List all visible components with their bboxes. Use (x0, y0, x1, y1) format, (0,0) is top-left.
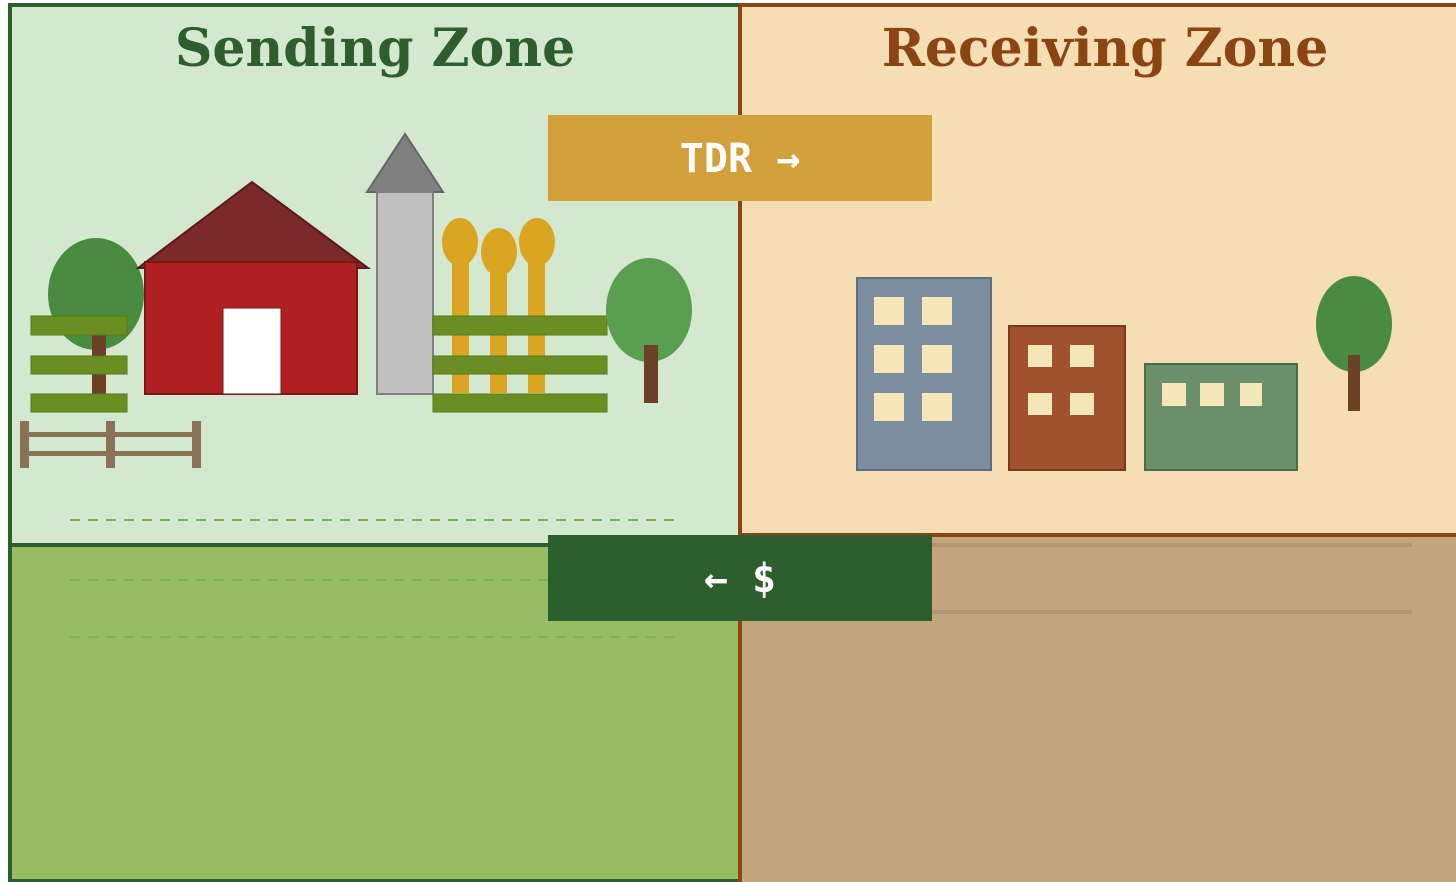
fence-post (192, 421, 201, 468)
fence (20, 421, 201, 468)
building-medium (1008, 325, 1126, 471)
crop-row (30, 393, 128, 413)
fence-rail (20, 451, 201, 456)
fence-post (20, 421, 29, 468)
building-low (1144, 363, 1298, 471)
crop-rows-left (30, 315, 128, 413)
building-window (1070, 345, 1094, 367)
crop-row (30, 355, 128, 375)
sending-zone-title: Sending Zone (175, 18, 575, 79)
money-banner-label: ← $ (704, 556, 776, 602)
tree-canopy (1316, 276, 1392, 372)
crop-row (432, 315, 608, 336)
crop-rows-right (432, 315, 608, 413)
building-window (1162, 383, 1186, 406)
wheat-head (519, 218, 555, 266)
silo-body (376, 191, 434, 395)
tree-city (1316, 276, 1392, 411)
building-window (1200, 383, 1224, 406)
building-window (922, 297, 952, 325)
building-window (874, 393, 904, 421)
building-tall (856, 277, 992, 471)
building-window (1028, 345, 1052, 367)
tree-right (606, 258, 692, 403)
building-window (1028, 393, 1052, 415)
money-transfer-banner: ← $ (548, 535, 932, 621)
wheat-head (481, 228, 517, 276)
crop-row (432, 355, 608, 375)
fence-rail (20, 432, 201, 437)
building-body (1144, 363, 1298, 471)
barn (135, 180, 372, 395)
building-body (1008, 325, 1126, 471)
tdr-transfer-banner: TDR → (548, 115, 932, 201)
money-banner-box (548, 535, 932, 621)
crop-row (30, 315, 128, 336)
building-window (874, 297, 904, 325)
crop-row (432, 393, 608, 413)
building-window (874, 345, 904, 373)
building-window (1240, 383, 1262, 406)
silo (365, 132, 445, 395)
barn-door (222, 307, 282, 395)
receiving-zone: Receiving Zone (738, 3, 1456, 882)
fence-post (106, 421, 115, 468)
tree-canopy (606, 258, 692, 362)
wheat-head (442, 218, 478, 266)
tree-trunk (1348, 355, 1360, 411)
tdr-banner-box (548, 115, 932, 201)
building-window (922, 393, 952, 421)
building-window (1070, 393, 1094, 415)
tree-trunk (644, 345, 658, 403)
building-window (922, 345, 952, 373)
tdr-banner-label: TDR → (680, 136, 800, 182)
receiving-zone-title: Receiving Zone (882, 18, 1329, 79)
